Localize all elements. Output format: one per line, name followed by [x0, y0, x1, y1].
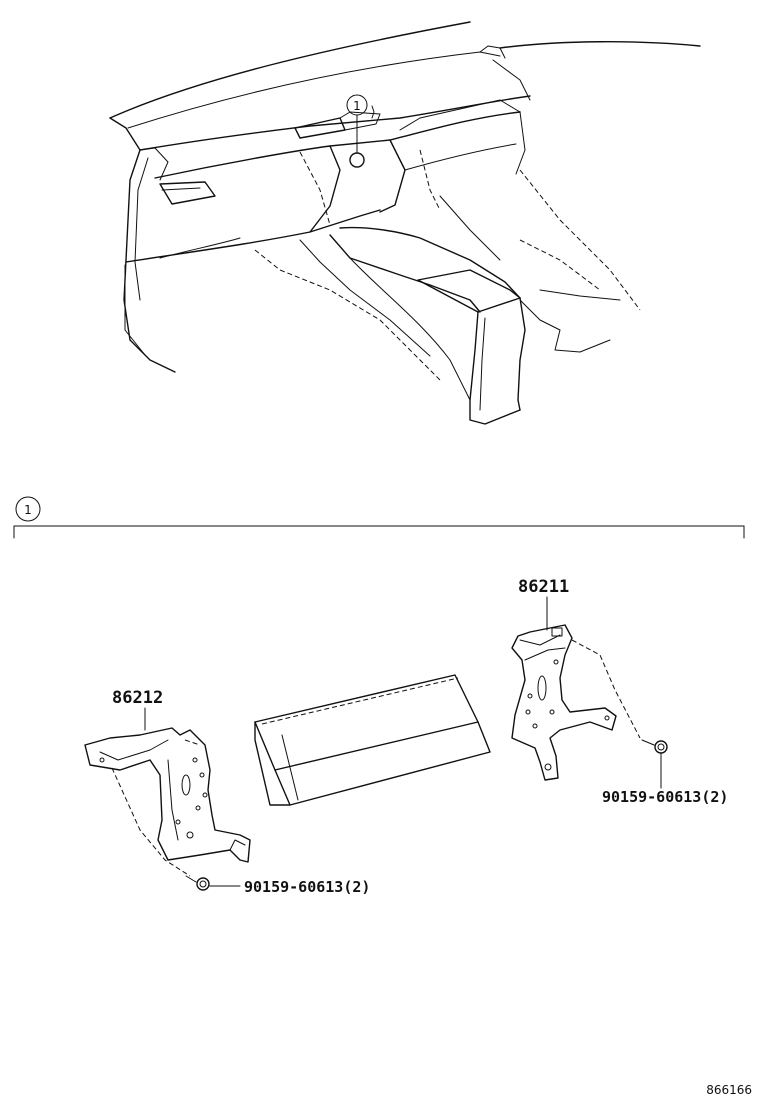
callout-marker-top: 1: [346, 94, 375, 168]
location-marker-icon: [349, 152, 365, 168]
part-number-screw-right: 90159-60613(2): [602, 788, 728, 806]
part-number-86211: 86211: [518, 577, 569, 597]
circle-reference-marker-icon: [15, 496, 41, 522]
bracket-icon: [84, 727, 251, 863]
callout-label-top: 1: [353, 99, 361, 113]
screw-icon: [641, 739, 668, 754]
section-divider: 1: [13, 496, 745, 539]
bracket-icon: [511, 624, 617, 781]
right-bracket-assembly: 86211 90159-60613(2): [511, 577, 728, 806]
figure-id-label: 866166: [706, 1083, 752, 1097]
screw-icon: [185, 875, 210, 891]
part-number-screw-left: 90159-60613(2): [244, 878, 370, 896]
dashboard-overview: 1: [109, 21, 701, 425]
section-marker-label: 1: [24, 503, 32, 517]
left-bracket-assembly: 86212 90159-60613(2): [84, 688, 370, 896]
part-number-86212: 86212: [112, 688, 163, 708]
display-unit-icon: [254, 674, 491, 806]
